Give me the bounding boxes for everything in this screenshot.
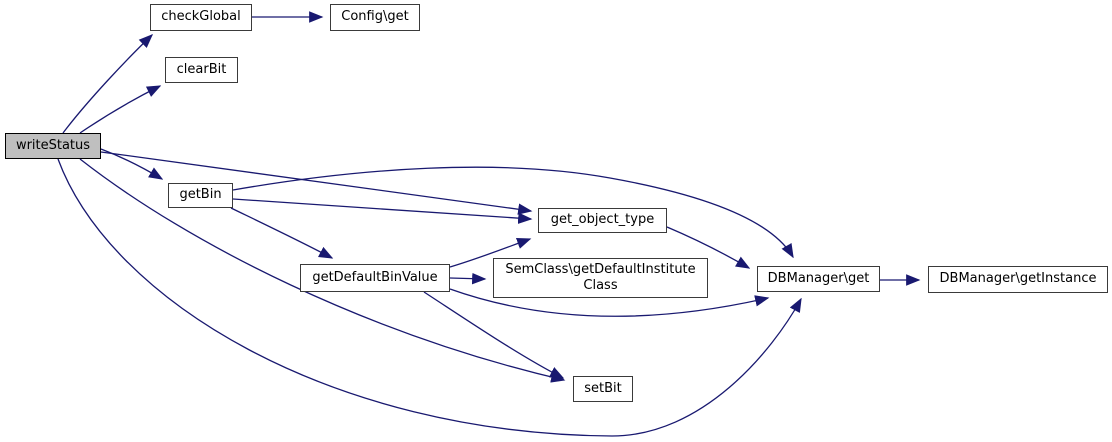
node-getbin[interactable]: getBin <box>168 183 233 208</box>
node-get-object-type[interactable]: get_object_type <box>538 208 667 233</box>
node-config-get[interactable]: Config\get <box>330 4 420 31</box>
edge-getBin-to-getDefaultBinValue <box>230 207 334 259</box>
edge-writeStatus-to-get_object_type <box>100 151 533 215</box>
edge-writeStatus-to-DBManagerGet <box>57 158 802 437</box>
node-semclass-getdefaultinstituteclass[interactable]: SemClass\getDefaultInstitute Class <box>493 258 708 298</box>
edge-getBin-to-get_object_type <box>232 198 533 224</box>
node-writestatus[interactable]: writeStatus <box>5 133 101 159</box>
edge-getBin-to-DBManagerGet <box>232 166 794 259</box>
edge-writeStatus-to-setBit <box>79 158 566 383</box>
edge-getDefaultBinValue-to-setBit <box>423 291 565 379</box>
edge-getDefaultBinValue-to-SemClass <box>449 272 487 285</box>
node-dbmanager-getinstance[interactable]: DBManager\getInstance <box>928 266 1108 293</box>
node-setbit[interactable]: setBit <box>573 376 633 402</box>
node-checkglobal[interactable]: checkGlobal <box>150 4 252 31</box>
edge-get_object_type-to-DBManagerGet <box>666 226 751 269</box>
edge-getDefaultBinValue-to-DBManagerGet <box>449 288 770 317</box>
edge-writeStatus-to-checkGlobal <box>62 34 154 134</box>
node-dbmanager-get[interactable]: DBManager\get <box>757 266 880 292</box>
edge-writeStatus-to-clearBit <box>79 85 162 134</box>
node-getdefaultbinvalue[interactable]: getDefaultBinValue <box>300 264 450 292</box>
edge-writeStatus-to-getBin <box>100 148 164 180</box>
edge-getDefaultBinValue-to-get_object_type <box>449 237 532 268</box>
node-clearbit[interactable]: clearBit <box>165 57 238 83</box>
